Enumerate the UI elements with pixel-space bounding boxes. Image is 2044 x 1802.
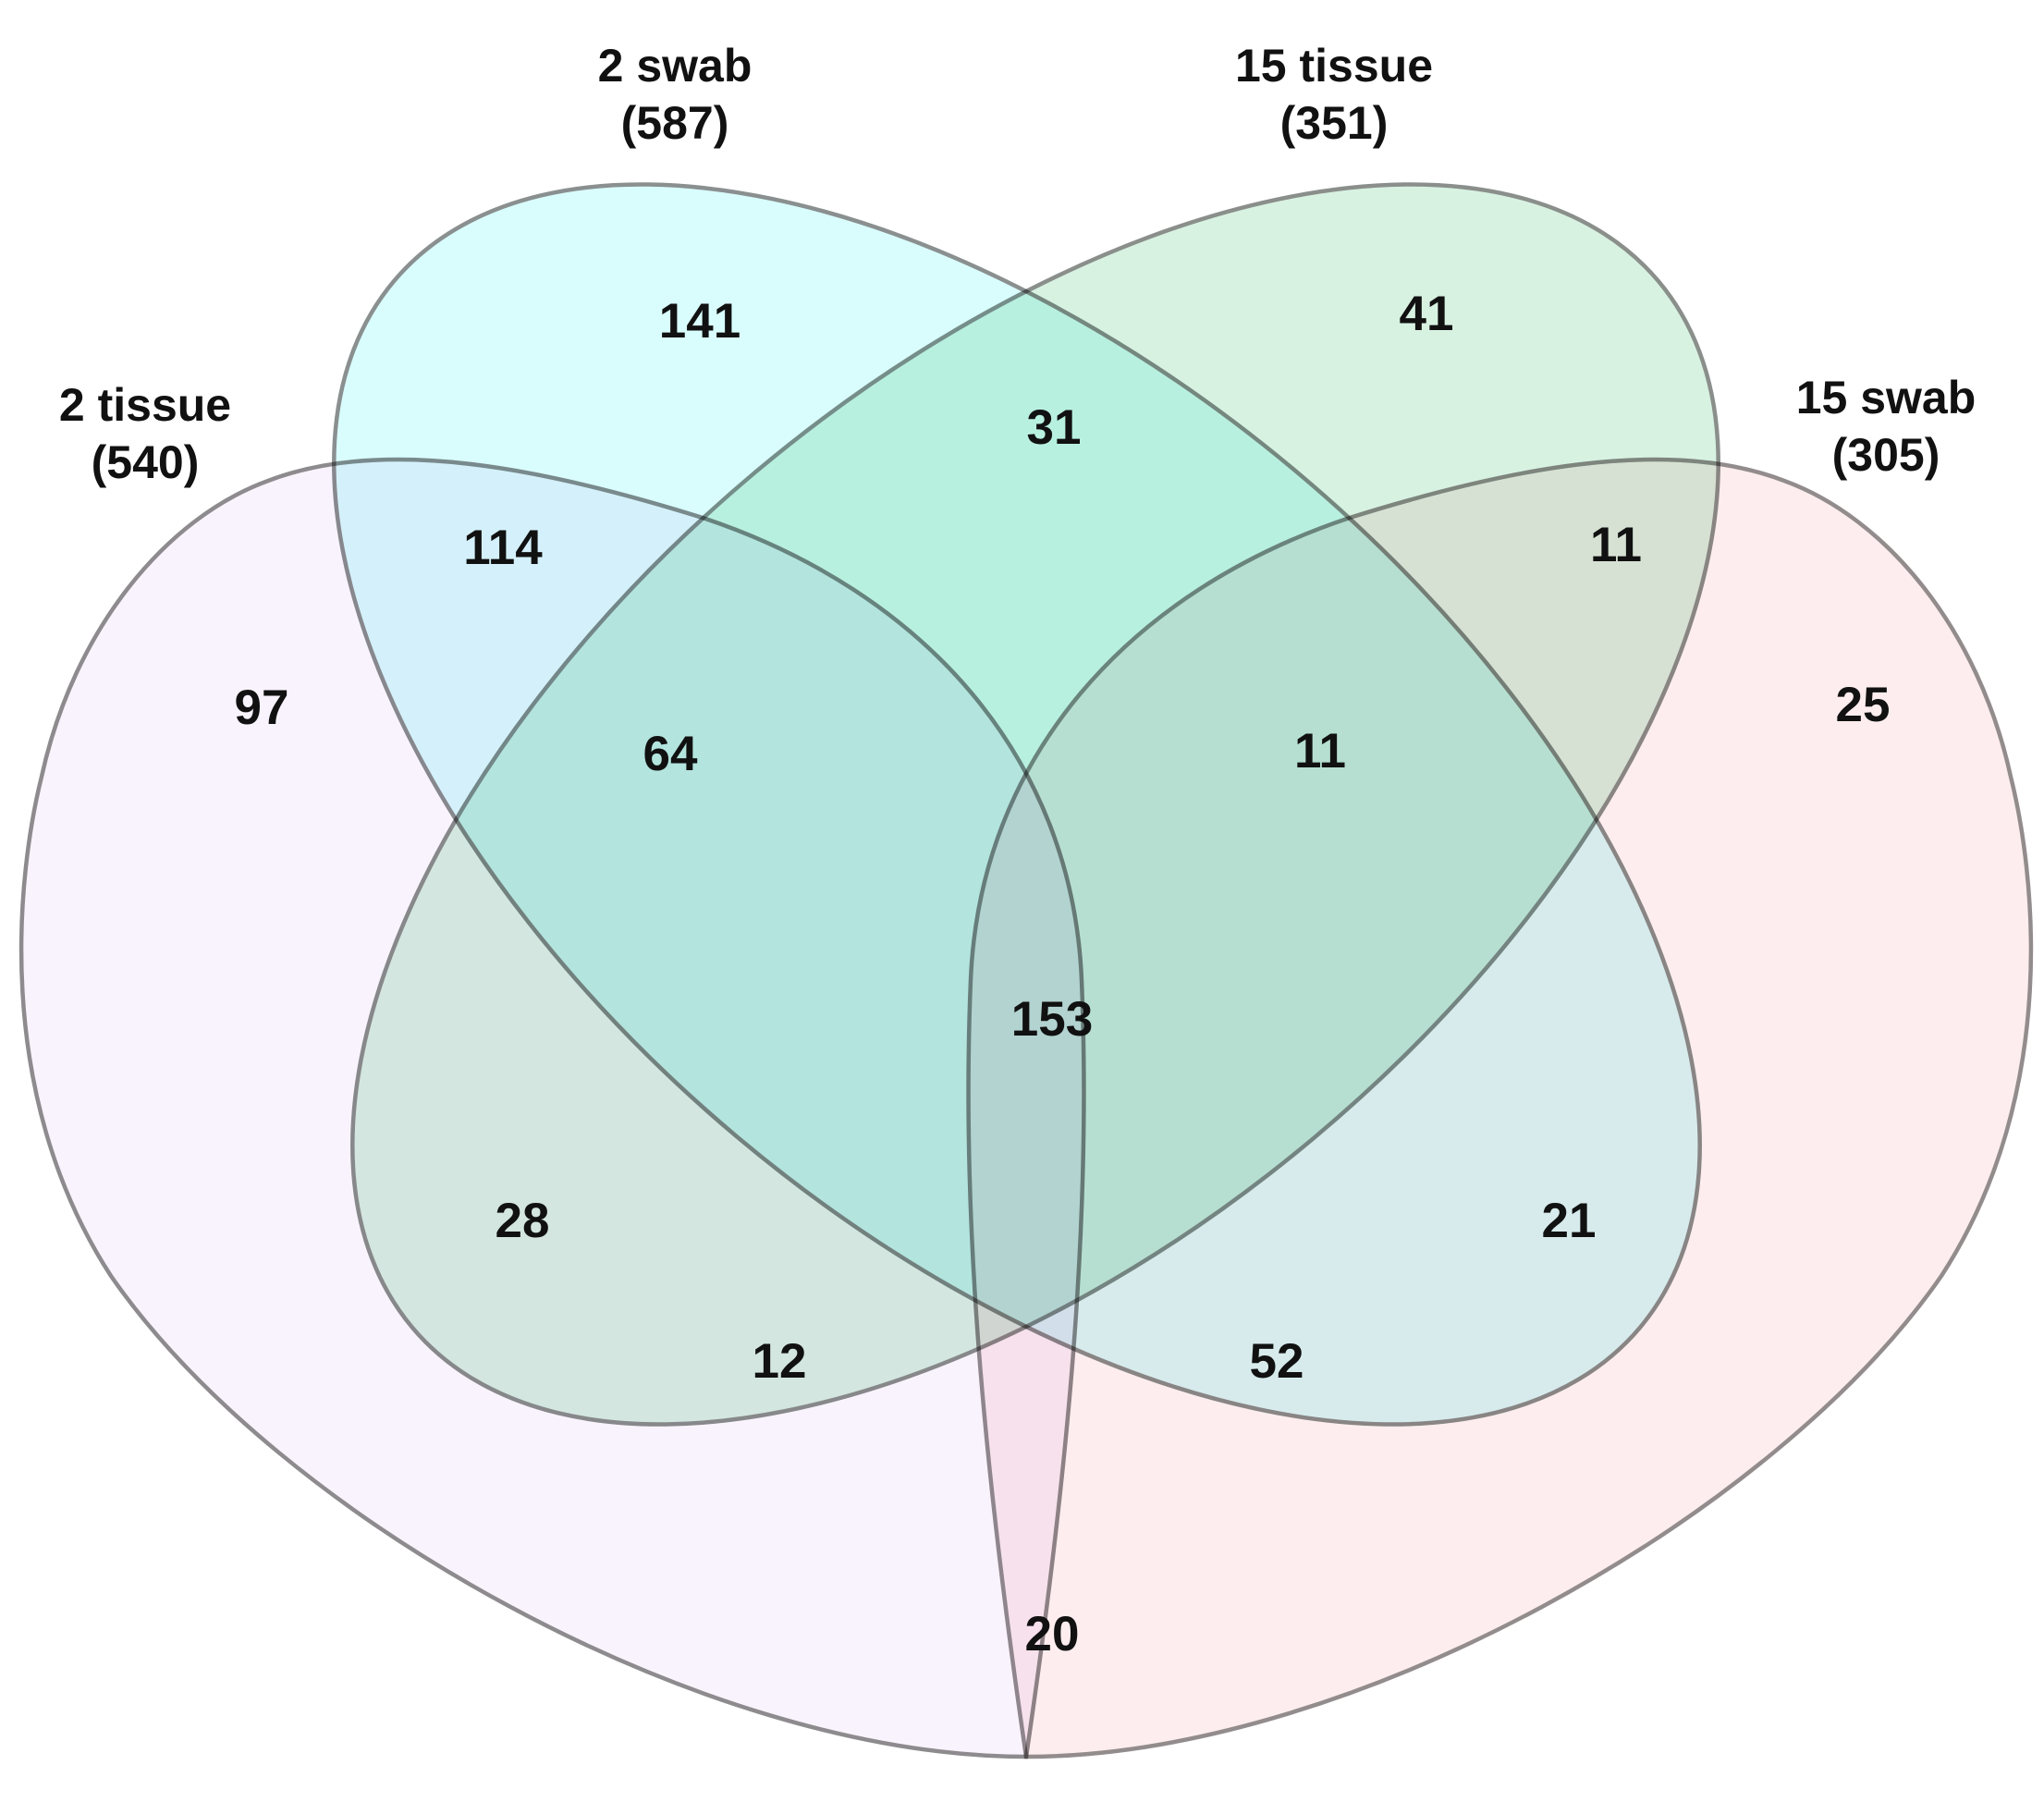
- set-label-2-swab-name: 2 swab: [598, 40, 753, 92]
- set-label-2-tissue-name: 2 tissue: [59, 379, 231, 431]
- region-count-2-swab-15-tissue: 31: [1027, 400, 1082, 455]
- region-count-15-tissue-only: 41: [1400, 287, 1454, 341]
- region-count-2-swab-only: 141: [659, 294, 740, 349]
- set-label-15-tissue-name: 15 tissue: [1235, 40, 1433, 92]
- region-count-2-swab-15-swab: 21: [1542, 1194, 1597, 1248]
- region-count-15-tissue-15-swab: 11: [1590, 518, 1642, 572]
- region-count-2-tissue-only: 97: [235, 680, 289, 735]
- set-labels: 2 swab (587) 15 tissue (351) 2 tissue (5…: [59, 40, 1976, 488]
- region-count-2-tissue-15-tissue-15-swab: 12: [753, 1334, 807, 1389]
- region-count-2-tissue-2-swab: 114: [463, 521, 543, 575]
- set-label-2-swab-total: (587): [621, 97, 729, 149]
- set-shapes: [18, 182, 2034, 1759]
- set-label-15-tissue-total: (351): [1280, 97, 1389, 149]
- region-count-2-tissue-15-tissue: 28: [496, 1194, 550, 1248]
- region-count-2-swab-15-tissue-15-swab: 11: [1294, 724, 1346, 778]
- region-count-2-tissue-2-swab-15-tissue: 64: [643, 727, 698, 781]
- region-count-all-four: 153: [1011, 992, 1093, 1047]
- set-label-15-swab-total: (305): [1832, 429, 1940, 481]
- set-shape-15-tissue: [350, 182, 1720, 1427]
- set-label-2-tissue-total: (540): [92, 436, 200, 488]
- region-counts: 141 41 97 25 31 114 11 64 11 153 28 21 1…: [235, 287, 1891, 1661]
- region-count-15-swab-only: 25: [1836, 678, 1891, 732]
- region-count-2-tissue-15-swab: 20: [1025, 1607, 1080, 1661]
- set-label-15-swab-name: 15 swab: [1796, 372, 1977, 423]
- region-count-2-tissue-2-swab-15-swab: 52: [1250, 1334, 1304, 1389]
